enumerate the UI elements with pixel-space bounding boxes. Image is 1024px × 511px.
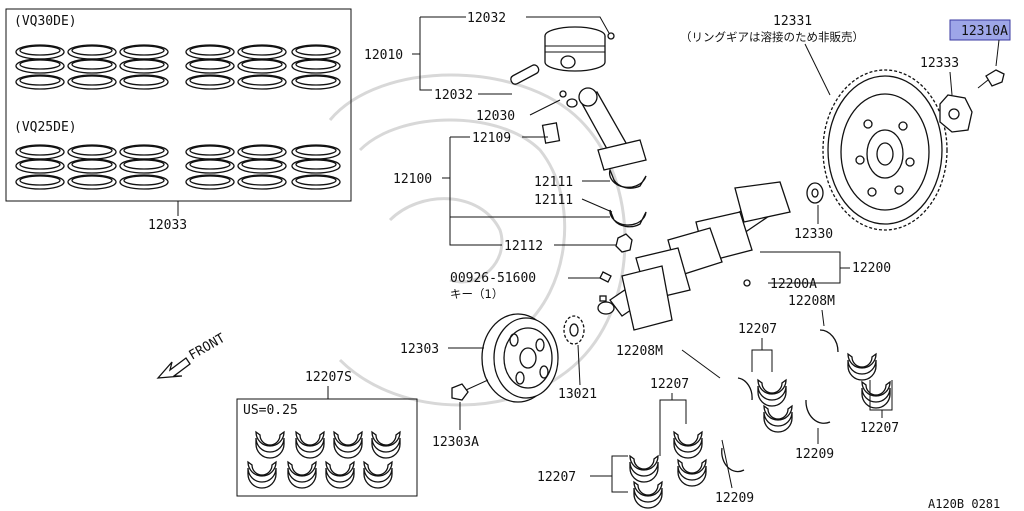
part-note-00926: キー（1） <box>450 287 503 301</box>
part-label-12208m-left: 12208M <box>616 344 663 359</box>
part-label-12310a: 12310A <box>961 24 1008 39</box>
ring-set-vq30de <box>15 44 341 90</box>
part-label-12032-top: 12032 <box>467 11 506 26</box>
pulley-bolt <box>451 379 489 401</box>
us-size-label: US=0.25 <box>243 403 298 418</box>
part-label-00926-51600: 00926-51600 <box>450 271 536 286</box>
part-label-12109: 12109 <box>472 131 511 146</box>
piston-assembly <box>510 26 615 108</box>
part-label-12331: 12331 <box>773 14 812 29</box>
ring-set-vq25de <box>15 144 341 190</box>
highlight-12310a <box>949 19 1011 41</box>
part-label-12330: 12330 <box>794 227 833 242</box>
flywheel-plate <box>939 94 973 133</box>
background-watermark <box>328 73 627 407</box>
part-label-12303a: 12303A <box>432 435 479 450</box>
part-label-12207-center: 12207 <box>650 377 689 392</box>
pilot-bushing <box>806 182 824 204</box>
part-label-12032-bottom: 12032 <box>434 88 473 103</box>
crank-sprocket <box>563 315 585 345</box>
front-label: FRONT <box>187 331 229 364</box>
part-label-12033: 12033 <box>148 218 187 233</box>
part-label-12208m-right: 12208M <box>788 294 835 309</box>
flywheel-bolt <box>977 69 1005 89</box>
part-label-12200: 12200 <box>852 261 891 276</box>
flywheel <box>822 69 948 231</box>
part-label-12207-right: 12207 <box>860 421 899 436</box>
part-label-12111-a: 12111 <box>534 175 573 190</box>
part-label-12209-right: 12209 <box>795 447 834 462</box>
kit-label-vq25de: (VQ25DE) <box>14 120 77 135</box>
part-label-12303: 12303 <box>400 342 439 357</box>
kit-label-vq30de: (VQ30DE) <box>14 14 77 29</box>
part-label-12209-bottom: 12209 <box>715 491 754 506</box>
connecting-rod <box>541 87 647 253</box>
part-label-12333: 12333 <box>920 56 959 71</box>
piston-ring-kit-box: (VQ30DE) (VQ25DE) <box>5 8 352 216</box>
part-label-12030: 12030 <box>476 109 515 124</box>
part-label-12207-bottom-left: 12207 <box>537 470 576 485</box>
part-label-12207s: 12207S <box>305 370 352 385</box>
part-note-12331: （リングギアは溶接のため非販売） <box>680 30 864 44</box>
part-label-12207-mid: 12207 <box>738 322 777 337</box>
part-label-12111-b: 12111 <box>534 193 573 208</box>
part-label-12112: 12112 <box>504 239 543 254</box>
crank-pulley <box>481 313 559 403</box>
diagram-id: A120B 0281 <box>928 497 1000 511</box>
part-label-12010: 12010 <box>364 48 403 63</box>
bearing-kit-box: US=0.25 <box>236 398 418 497</box>
part-label-12200a: 12200A <box>770 277 817 292</box>
front-arrow <box>156 357 191 379</box>
part-label-13021: 13021 <box>558 387 597 402</box>
part-label-12100: 12100 <box>393 172 432 187</box>
crankshaft <box>597 181 791 331</box>
